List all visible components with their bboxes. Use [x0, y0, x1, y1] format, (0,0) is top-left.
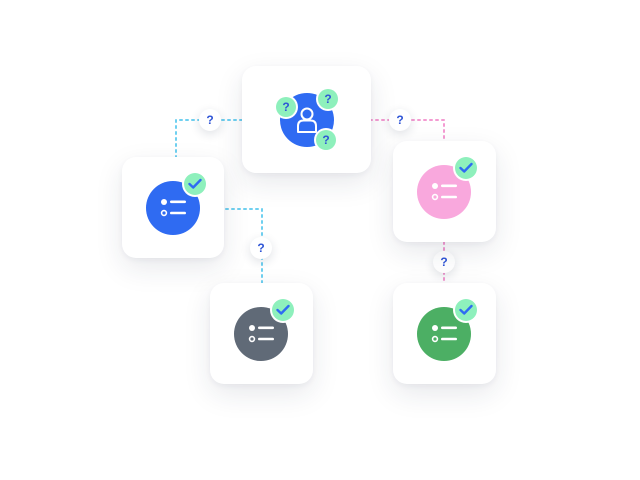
question-mark-icon: ? — [322, 133, 330, 147]
list-icon — [160, 199, 186, 217]
connector-main-to-blue — [175, 119, 243, 159]
check-badge — [272, 299, 294, 321]
check-icon — [459, 162, 473, 173]
check-badge — [455, 157, 477, 179]
question-mark-icon: ? — [396, 113, 404, 127]
check-badge — [455, 299, 477, 321]
question-pill[interactable]: ? — [250, 237, 272, 259]
list-card-green[interactable] — [393, 283, 496, 384]
question-badge: ? — [276, 97, 296, 117]
question-pill[interactable]: ? — [389, 109, 411, 131]
question-badge: ? — [316, 130, 336, 150]
list-icon — [431, 183, 457, 201]
check-icon — [276, 304, 290, 315]
connector-blue-to-gray — [219, 208, 263, 285]
check-badge — [184, 173, 206, 195]
question-mark-icon: ? — [206, 113, 214, 127]
list-card-gray[interactable] — [210, 283, 313, 384]
list-icon — [431, 325, 457, 343]
question-mark-icon: ? — [440, 255, 448, 269]
question-pill[interactable]: ? — [199, 109, 221, 131]
question-mark-icon: ? — [282, 100, 290, 114]
person-icon — [297, 107, 317, 133]
persona-card[interactable]: ? ? ? — [242, 66, 371, 173]
list-card-blue[interactable] — [122, 157, 224, 258]
question-mark-icon: ? — [324, 92, 332, 106]
question-pill[interactable]: ? — [433, 251, 455, 273]
check-icon — [459, 304, 473, 315]
list-icon — [248, 325, 274, 343]
check-icon — [188, 178, 202, 189]
list-card-pink[interactable] — [393, 141, 496, 242]
question-mark-icon: ? — [257, 241, 265, 255]
question-badge: ? — [318, 89, 338, 109]
